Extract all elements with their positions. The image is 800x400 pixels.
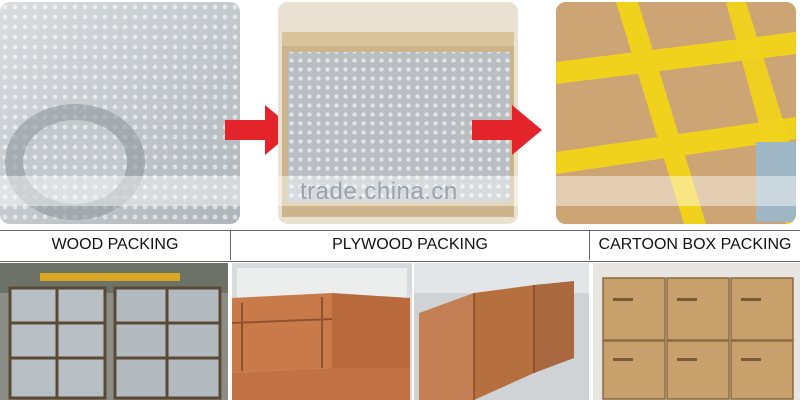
photo-plywood-box-right (414, 263, 589, 400)
photo-bubble-wrap-roll (0, 2, 240, 224)
label-carton-packing: CARTOON BOX PACKING (598, 236, 792, 253)
watermark-text: trade.china.cn (300, 178, 458, 205)
label-plywood-packing: PLYWOOD PACKING (332, 236, 488, 253)
photo-taped-carton (556, 2, 796, 224)
photo-carton-boxes (593, 263, 800, 400)
label-divider (230, 230, 231, 260)
watermark-band (0, 176, 800, 206)
photo-wood-crates (0, 263, 228, 400)
label-divider (589, 230, 590, 260)
arrow-right-icon (225, 105, 295, 155)
label-bar (0, 230, 800, 262)
label-wood-packing: WOOD PACKING (51, 236, 179, 253)
photo-plywood-box-left (232, 263, 412, 400)
arrow-right-icon (472, 105, 542, 155)
